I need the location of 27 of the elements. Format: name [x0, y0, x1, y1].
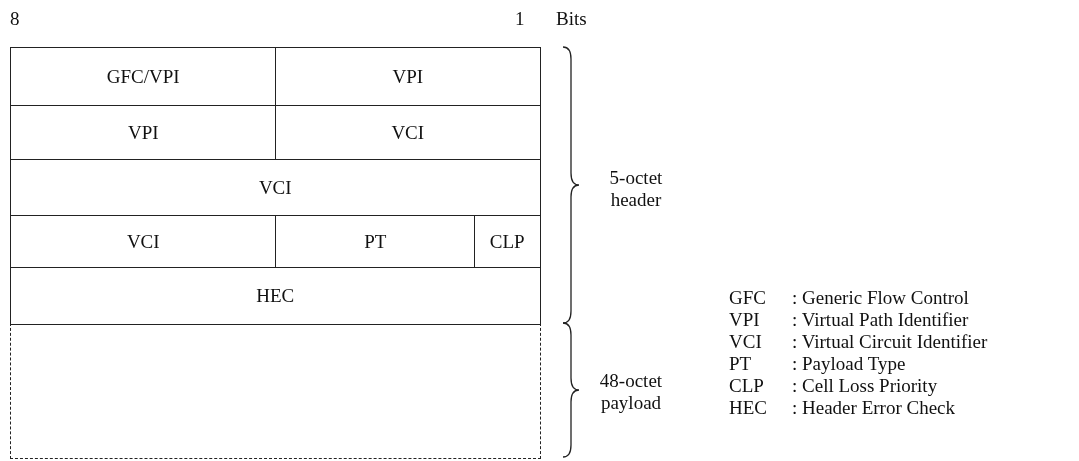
abbreviation: CLP: [729, 375, 764, 397]
payload-box: [10, 323, 541, 459]
axis-unit: Bits: [556, 8, 587, 30]
abbreviation: VCI: [729, 331, 762, 353]
field-cell: VPI: [10, 105, 277, 161]
abbreviation: PT: [729, 353, 752, 375]
definition: : Virtual Path Identifier: [792, 309, 969, 331]
field-cell: VPI: [275, 47, 541, 107]
field-cell: VCI: [10, 215, 277, 269]
field-cell: HEC: [10, 267, 541, 325]
field-cell: PT: [275, 215, 476, 269]
field-cell: VCI: [275, 105, 541, 161]
abbreviation: VPI: [729, 309, 760, 331]
abbreviation: HEC: [729, 397, 767, 419]
definition: : Payload Type: [792, 353, 906, 375]
definition: : Virtual Circuit Identifier: [792, 331, 988, 353]
field-cell: CLP: [474, 215, 541, 269]
definition: : Generic Flow Control: [792, 287, 969, 309]
section-label: 5-octet header: [608, 167, 664, 211]
section-label: 48-octet payload: [598, 370, 664, 414]
field-cell: GFC/VPI: [10, 47, 277, 107]
bit-number: 8: [10, 8, 20, 30]
definition: : Header Error Check: [792, 397, 955, 419]
definition: : Cell Loss Priority: [792, 375, 938, 397]
field-cell: VCI: [10, 159, 541, 217]
abbreviation: GFC: [729, 287, 766, 309]
bit-number: 1: [515, 8, 525, 30]
